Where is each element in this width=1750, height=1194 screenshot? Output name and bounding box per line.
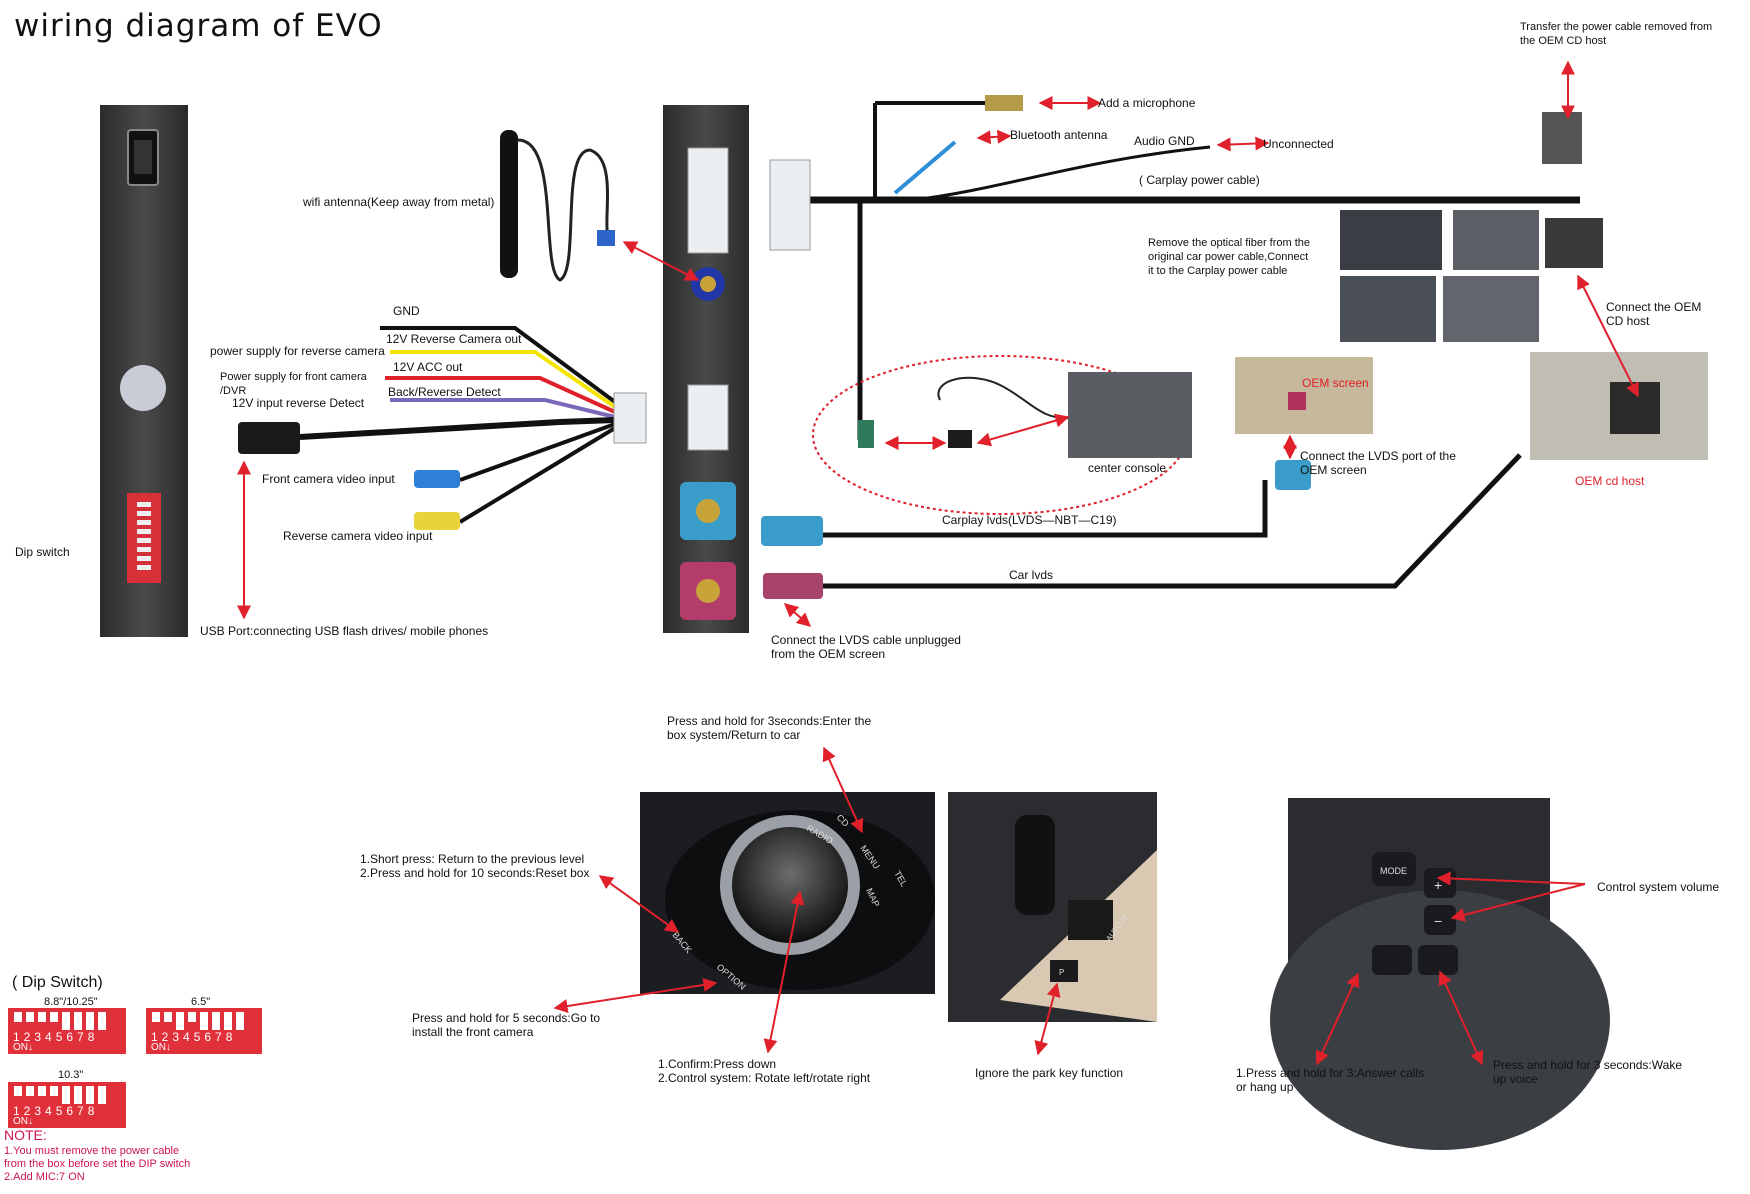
front-video-label: Front camera video input bbox=[262, 472, 395, 486]
connect-lvds-port-label: Connect the LVDS port of the OEM screen bbox=[1300, 449, 1456, 477]
center-console-assembly bbox=[858, 372, 1192, 458]
wheel-btn-plus: + bbox=[1434, 877, 1442, 893]
connect-oem-cd-label: Connect the OEM CD host bbox=[1606, 300, 1702, 328]
microphone-jack bbox=[985, 95, 1023, 111]
oem-cd-host-label: OEM cd host bbox=[1575, 474, 1645, 488]
microphone-label: Add a microphone bbox=[1098, 96, 1196, 110]
logo-sticker bbox=[120, 365, 166, 411]
note-title: NOTE: bbox=[4, 1127, 47, 1143]
park-key-label: Ignore the park key function bbox=[975, 1066, 1124, 1080]
oem-screen-label: OEM screen bbox=[1302, 376, 1369, 390]
front-cam-power-label: Power supply for front camera /DVR bbox=[220, 371, 367, 397]
reverse-video-rca bbox=[414, 512, 460, 530]
oem-power-plug-top bbox=[1542, 112, 1582, 164]
unconnected-label: Unconnected bbox=[1263, 137, 1334, 151]
usb-port-label: USB Port:connecting USB flash drives/ mo… bbox=[200, 624, 489, 638]
lvds-unplugged-label: Connect the LVDS cable unplugged from th… bbox=[771, 633, 961, 661]
dip-on-a: ON↓ bbox=[13, 1042, 33, 1053]
gnd-label: GND bbox=[393, 304, 420, 318]
dip-numbers-c: 12345678 bbox=[13, 1104, 99, 1118]
dip-size-a: 8.8"/10.25" bbox=[44, 996, 98, 1008]
car-lvds-label: Car lvds bbox=[1009, 568, 1054, 582]
evo-box-left-side bbox=[100, 105, 188, 637]
lvds-port-connector bbox=[1275, 460, 1311, 490]
carplay-power-label: ( Carplay power cable) bbox=[1139, 173, 1260, 187]
dip-numbers-a: 12345678 bbox=[13, 1030, 99, 1044]
front-video-rca bbox=[414, 470, 460, 488]
usb-plug bbox=[238, 422, 300, 454]
callout-arrows bbox=[237, 60, 1639, 1066]
reverse-detect-label-2: 12V input reverse Detect bbox=[232, 396, 365, 410]
gear-shifter-photo bbox=[948, 792, 1157, 1022]
car-lvds-plug bbox=[763, 573, 823, 599]
left-harness-plug bbox=[613, 392, 647, 444]
rev-cam-power-label: power supply for reverse camera bbox=[210, 344, 385, 358]
left-wire-harness bbox=[299, 326, 617, 524]
optical-fiber-label: Remove the optical fiber from the origin… bbox=[1148, 237, 1311, 277]
transfer-power-label: Transfer the power cable removed from th… bbox=[1520, 21, 1713, 47]
carplay-lvds-label: Carplay lvds(LVDS—NBT—C19) bbox=[942, 513, 1117, 527]
wheel-btn-minus: − bbox=[1434, 913, 1442, 929]
volume-label: Control system volume bbox=[1597, 880, 1720, 894]
optical-fiber-photos bbox=[1340, 210, 1539, 342]
evo-box-connector-side bbox=[663, 105, 749, 633]
dip-on-b: ON↓ bbox=[151, 1042, 171, 1053]
dip-thumbnails bbox=[8, 1008, 262, 1128]
oem-power-plug-bottom bbox=[1545, 218, 1603, 268]
hold-5s-label: Press and hold for 5 seconds:Go to insta… bbox=[412, 1011, 601, 1039]
dip-switch-label: Dip switch bbox=[15, 545, 70, 559]
answer-calls-label: 1.Press and hold for 3:Answer calls or h… bbox=[1236, 1066, 1425, 1094]
acc-out-label: 12V ACC out bbox=[393, 360, 463, 374]
reverse-detect-label-1: Back/Reverse Detect bbox=[388, 385, 501, 399]
wifi-antenna bbox=[500, 130, 615, 282]
center-console-label: center console bbox=[1088, 461, 1167, 475]
bluetooth-wire bbox=[893, 140, 957, 195]
idrive-controller-photo bbox=[640, 792, 935, 994]
dip-numbers-b: 12345678 bbox=[151, 1030, 237, 1044]
confirm-label: 1.Confirm:Press down 2.Control system: R… bbox=[658, 1057, 871, 1085]
page-title: wiring diagram of EVO bbox=[14, 8, 383, 44]
wifi-antenna-label: wifi antenna(Keep away from metal) bbox=[303, 195, 495, 209]
right-harness-plug bbox=[769, 159, 811, 251]
carplay-lvds-plug bbox=[761, 516, 823, 546]
wake-voice-label: Press and hold for 3 seconds:Wake up voi… bbox=[1493, 1058, 1682, 1086]
rev-cam-out-label: 12V Reverse Camera out bbox=[386, 332, 522, 346]
short-press-label: 1.Short press: Return to the previous le… bbox=[360, 852, 590, 880]
dip-size-b: 6.5" bbox=[191, 996, 211, 1008]
note-2: 2.Add MIC:7 ON bbox=[4, 1171, 85, 1183]
reverse-video-label: Reverse camera video input bbox=[283, 529, 433, 543]
gear-btn-p: P bbox=[1059, 968, 1064, 977]
audio-gnd-label: Audio GND bbox=[1134, 134, 1195, 148]
bluetooth-label: Bluetooth antenna bbox=[1010, 128, 1108, 142]
dip-on-c: ON↓ bbox=[13, 1116, 33, 1127]
note-1: 1.You must remove the power cable from t… bbox=[4, 1145, 191, 1170]
wheel-btn-mode: MODE bbox=[1380, 866, 1407, 876]
dip-switch-heading: ( Dip Switch) bbox=[12, 974, 103, 991]
hold-3s-label: Press and hold for 3seconds:Enter the bo… bbox=[667, 714, 872, 742]
right-wire-harness bbox=[810, 101, 1580, 589]
dip-size-c: 10.3" bbox=[58, 1069, 84, 1081]
